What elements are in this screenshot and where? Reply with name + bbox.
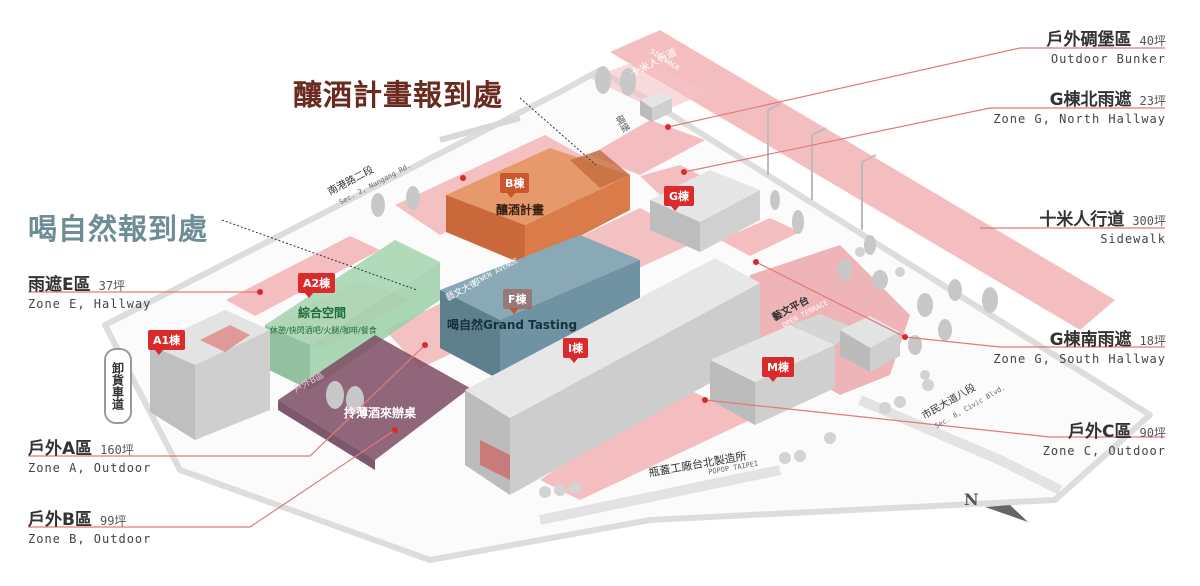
bunker-zone[interactable] <box>590 60 710 112</box>
unloading-lane-label: 卸貨車道 <box>104 348 132 424</box>
drink-natural-checkin-title: 喝自然報到處 <box>28 212 209 246</box>
building-tag-a1[interactable]: A1棟 <box>148 330 186 355</box>
venue-label-b: 釀酒計畫 <box>496 203 545 217</box>
compass-arrow <box>985 505 1028 522</box>
building-tag-a2[interactable]: A2棟 <box>298 273 336 298</box>
m-building-top <box>710 325 835 382</box>
venue-label-a2: 綜合空間 <box>298 306 347 320</box>
a2-building-side <box>265 325 310 390</box>
f-building-top <box>440 235 640 320</box>
venue-label-purple: 拎薄酒來辦桌 <box>344 406 417 420</box>
shrubs <box>539 247 934 498</box>
i-building-top <box>465 258 760 418</box>
building-tag-m[interactable]: M棟 <box>762 357 794 382</box>
dotted-leaders <box>221 97 597 291</box>
venue-label-a2-sub: 休憩/快閃酒吧/火腿/咖啡/餐食 <box>270 326 377 335</box>
a1-building-top <box>150 310 270 365</box>
a2-building-top <box>265 240 440 345</box>
venue-label-f: 喝自然Grand Tasting <box>447 318 578 332</box>
brewing-checkin-title: 釀酒計畫報到處 <box>293 78 504 112</box>
bunker-area[interactable] <box>590 120 705 175</box>
zone-c[interactable] <box>540 385 750 500</box>
building-tag-i[interactable]: I棟 <box>563 338 589 363</box>
purple-venue[interactable] <box>278 335 470 460</box>
building-tag-g[interactable]: G棟 <box>664 186 695 211</box>
building-tag-f[interactable]: F棟 <box>503 289 532 314</box>
compass-label: N <box>964 490 979 509</box>
leader-lines <box>28 47 1165 528</box>
building-tag-b[interactable]: B棟 <box>500 173 530 198</box>
g-south-area[interactable] <box>720 218 800 256</box>
trees <box>326 66 998 414</box>
